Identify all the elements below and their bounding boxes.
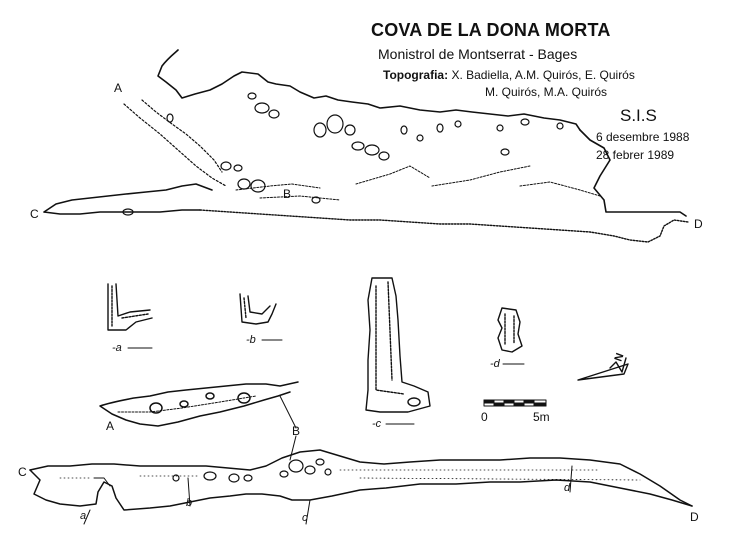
plan-boulders bbox=[122, 92, 564, 216]
section-c bbox=[365, 277, 431, 425]
profile-ab bbox=[99, 381, 299, 461]
plan-branch-c bbox=[43, 183, 213, 215]
topography-credit: Topografia: X. Badiella, A.M. Quirós, E.… bbox=[383, 69, 635, 81]
profile-label-a: A bbox=[106, 419, 115, 433]
plan-corridor-a-bottom bbox=[141, 99, 223, 173]
scale-bar bbox=[483, 399, 547, 407]
section-label-d: -d bbox=[490, 358, 500, 370]
plan-inner-ledges bbox=[235, 165, 601, 201]
profile-cd bbox=[29, 449, 693, 525]
north-arrow bbox=[577, 357, 629, 381]
survey-date-1: 6 desembre 1988 bbox=[596, 130, 690, 144]
plan-label-b: B bbox=[283, 187, 292, 201]
section-label-a: -a bbox=[112, 342, 122, 354]
topography-label: Topografia: bbox=[383, 68, 449, 82]
plan-label-a: A bbox=[114, 81, 123, 95]
topography-authors-1: X. Badiella, A.M. Quirós, E. Quirós bbox=[451, 68, 635, 82]
section-label-b: -b bbox=[246, 334, 256, 346]
profile-section-b: b bbox=[186, 497, 193, 509]
survey-group: S.I.S bbox=[620, 106, 657, 125]
profile-section-d: d bbox=[564, 482, 571, 494]
profile-section-a: a bbox=[80, 510, 87, 522]
plan-right-end bbox=[579, 129, 687, 217]
profile-label-d: D bbox=[690, 510, 699, 524]
plan-corridor-a-top bbox=[123, 103, 227, 187]
scale-label-five: 5m bbox=[533, 410, 550, 424]
section-d bbox=[497, 307, 525, 365]
plan-lower-wall bbox=[199, 209, 689, 243]
scale-label-zero: 0 bbox=[481, 410, 488, 424]
plan-label-d: D bbox=[694, 217, 703, 231]
section-label-c: -c bbox=[372, 418, 382, 430]
survey-date-2: 28 febrer 1989 bbox=[596, 148, 675, 162]
profile-label-c: C bbox=[18, 465, 27, 479]
profile-section-c: c bbox=[302, 512, 308, 524]
profile-label-b: B bbox=[292, 424, 301, 438]
plan-upper-wall bbox=[157, 49, 581, 131]
survey-title: COVA DE LA DONA MORTA bbox=[371, 20, 611, 40]
section-b bbox=[239, 293, 283, 341]
plan-label-c: C bbox=[30, 207, 39, 221]
topography-authors-2: M. Quirós, M.A. Quirós bbox=[485, 85, 608, 99]
plan-view bbox=[43, 49, 689, 243]
section-a bbox=[107, 283, 153, 349]
survey-location: Monistrol de Montserrat - Bages bbox=[378, 46, 578, 62]
